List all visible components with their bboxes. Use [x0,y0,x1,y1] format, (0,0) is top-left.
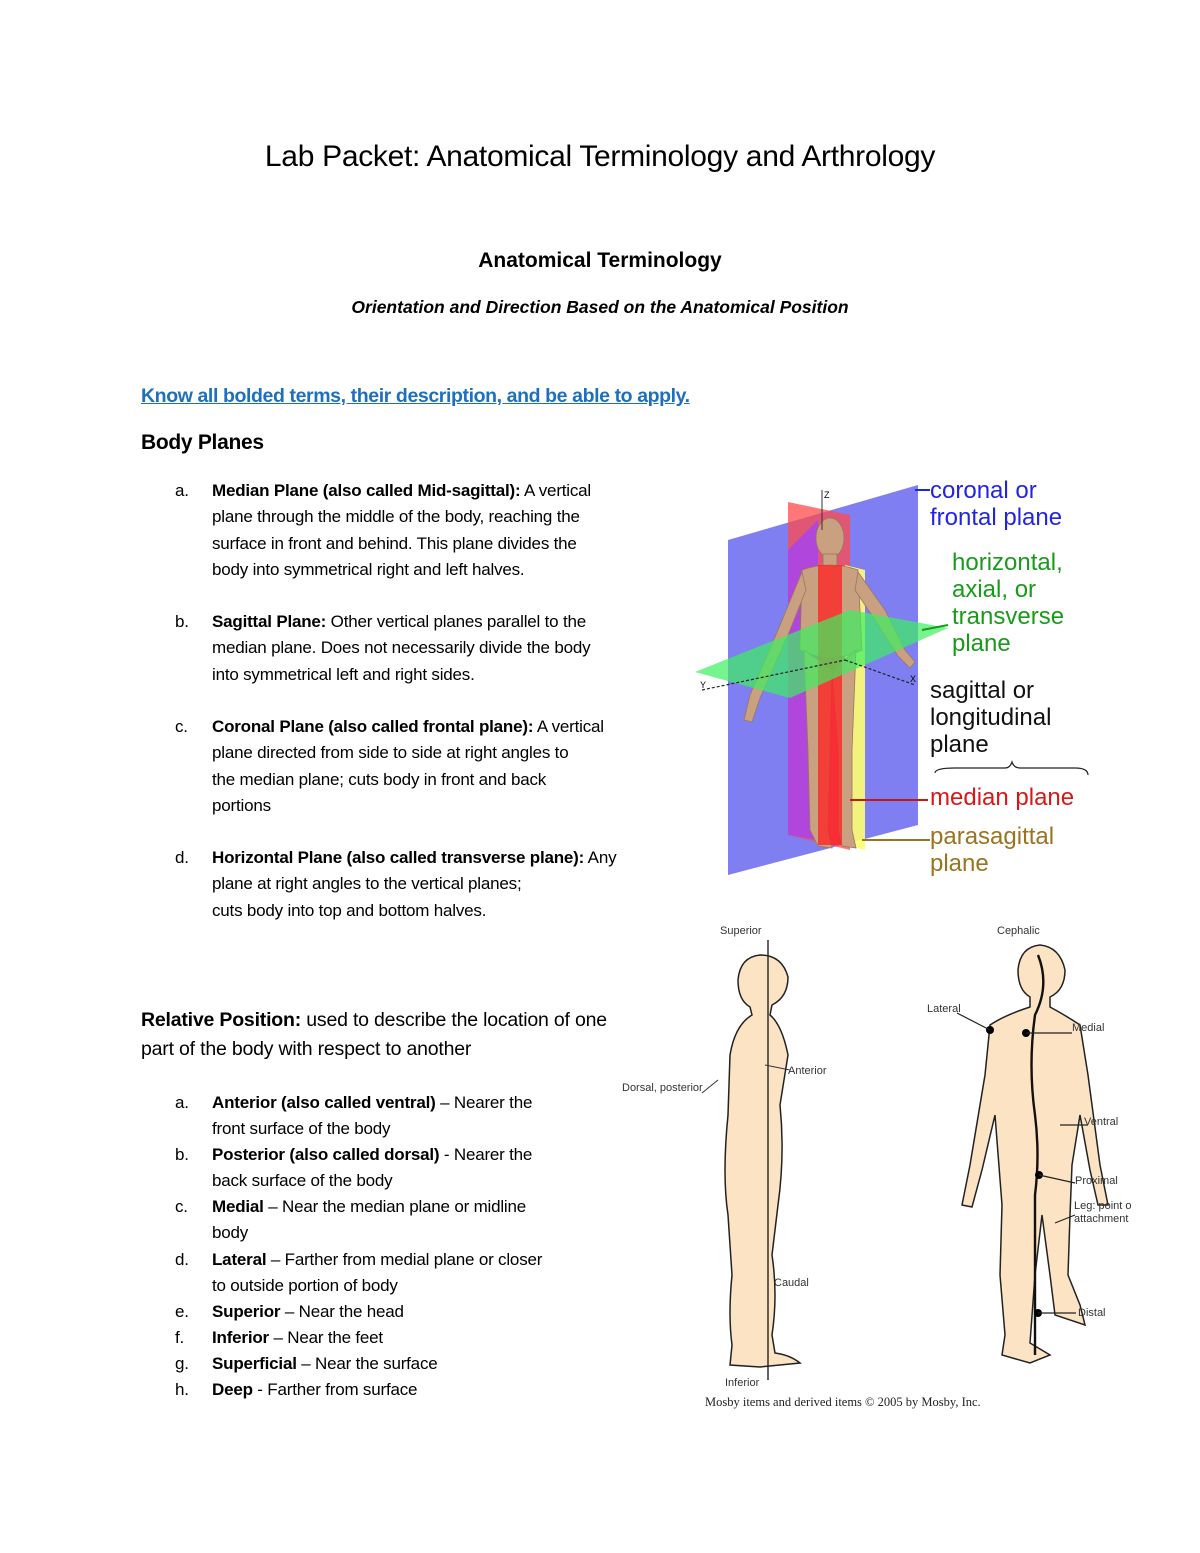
label-coronal-plane: coronal or frontal plane [930,477,1063,531]
term-coronal-plane: Coronal Plane (also called frontal plane… [212,717,534,736]
definition-text: body into symmetrical right and left hal… [212,559,525,579]
definition-text: into symmetrical left and right sides. [212,664,475,684]
axis-z-label: Z [824,490,830,500]
term-horizontal-plane: Horizontal Plane (also called transverse… [212,848,585,867]
body-planes-list: a. Median Plane (also called Mid-sagitta… [175,478,695,928]
relative-position-term: Relative Position: [141,1009,302,1031]
list-marker: b. [175,612,189,631]
list-marker: h. [175,1380,189,1399]
body-planes-figure: Z Y X coronal or frontal plane horizonta… [690,470,1110,890]
definition-text: A vertical [533,717,604,736]
term-posterior: Posterior (also called dorsal) [212,1145,440,1164]
list-marker: c. [175,1197,188,1216]
instruction-link[interactable]: Know all bolded terms, their description… [141,385,690,407]
label-proximal: Proximal [1075,1175,1118,1187]
list-marker: e. [175,1302,189,1321]
directional-illustration [701,940,1109,1380]
section-title: Anatomical Terminology [478,249,722,272]
term-superficial: Superficial [212,1354,297,1373]
label-distal: Distal [1078,1307,1106,1319]
list-marker: c. [175,717,188,736]
relative-position-description: used to describe the location of one par… [141,1009,607,1060]
axis-x-label: X [910,674,916,684]
relative-position-heading: Relative Position: used to describe the … [141,1006,621,1064]
section-subtitle: Orientation and Direction Based on the A… [351,297,849,317]
body-planes-illustration: Z Y X [695,485,1089,875]
list-marker: f. [175,1328,185,1347]
label-anterior: Anterior [788,1065,827,1077]
relative-position-list: a. Anterior (also called ventral) – Near… [175,1090,625,1410]
definition-text: cuts body into top and bottom halves. [212,900,487,920]
definition-text: plane at right angles to the vertical pl… [212,874,522,894]
side-view-figure [724,954,802,1368]
list-marker: a. [175,481,189,500]
term-superior: Superior [212,1302,281,1321]
definition-text: Other vertical planes parallel to the [326,612,587,631]
definition-text: surface in front and behind. This plane … [212,533,577,553]
label-sagittal-plane: sagittal or longitudinal plane [930,677,1052,758]
label-ventral: Ventral [1084,1116,1119,1128]
body-planes-heading: Body Planes [141,431,264,454]
definition-text: the median plane; cuts body in front and… [212,769,547,789]
label-cephalic: Cephalic [997,925,1040,937]
term-lateral: Lateral [212,1250,267,1269]
term-deep: Deep [212,1380,253,1399]
label-leg-attachment: Leg: point o attachment [1074,1200,1132,1225]
definition-text: plane directed from side to side at righ… [212,743,569,763]
term-medial: Medial [212,1197,264,1216]
label-horizontal-plane: horizontal, axial, or transverse plane [952,549,1065,657]
definition-text: A vertical [520,481,592,500]
label-lateral: Lateral [927,1003,961,1015]
definition-text: median plane. Does not necessarily divid… [212,638,591,658]
label-superior: Superior [720,925,762,937]
list-marker: b. [175,1145,189,1164]
list-marker: a. [175,1093,189,1112]
term-sagittal-plane: Sagittal Plane: [212,612,327,631]
definition-text: portions [212,795,271,815]
list-marker: g. [175,1354,189,1373]
label-median-plane: median plane [930,784,1075,811]
directional-terms-figure: Superior Dorsal, posterior Anterior Caud… [610,915,1150,1395]
term-inferior: Inferior [212,1328,269,1347]
term-anterior: Anterior (also called ventral) [212,1093,436,1112]
label-parasagittal-plane: parasagittal plane [930,823,1055,877]
front-view-figure [961,944,1109,1364]
list-marker: d. [175,1250,189,1269]
axis-y-label: Y [700,680,706,690]
definition-text: Any [584,848,617,867]
label-caudal: Caudal [774,1277,809,1289]
label-medial: Medial [1072,1022,1105,1034]
document-title: Lab Packet: Anatomical Terminology and A… [264,140,936,173]
definition-text: plane through the middle of the body, re… [212,507,580,527]
figure-credit: Mosby items and derived items © 2005 by … [705,1395,981,1409]
label-dorsal-posterior: Dorsal, posterior [622,1082,703,1094]
list-marker: d. [175,848,189,867]
term-median-plane: Median Plane (also called Mid-sagittal): [212,481,521,500]
label-inferior: Inferior [725,1377,760,1389]
